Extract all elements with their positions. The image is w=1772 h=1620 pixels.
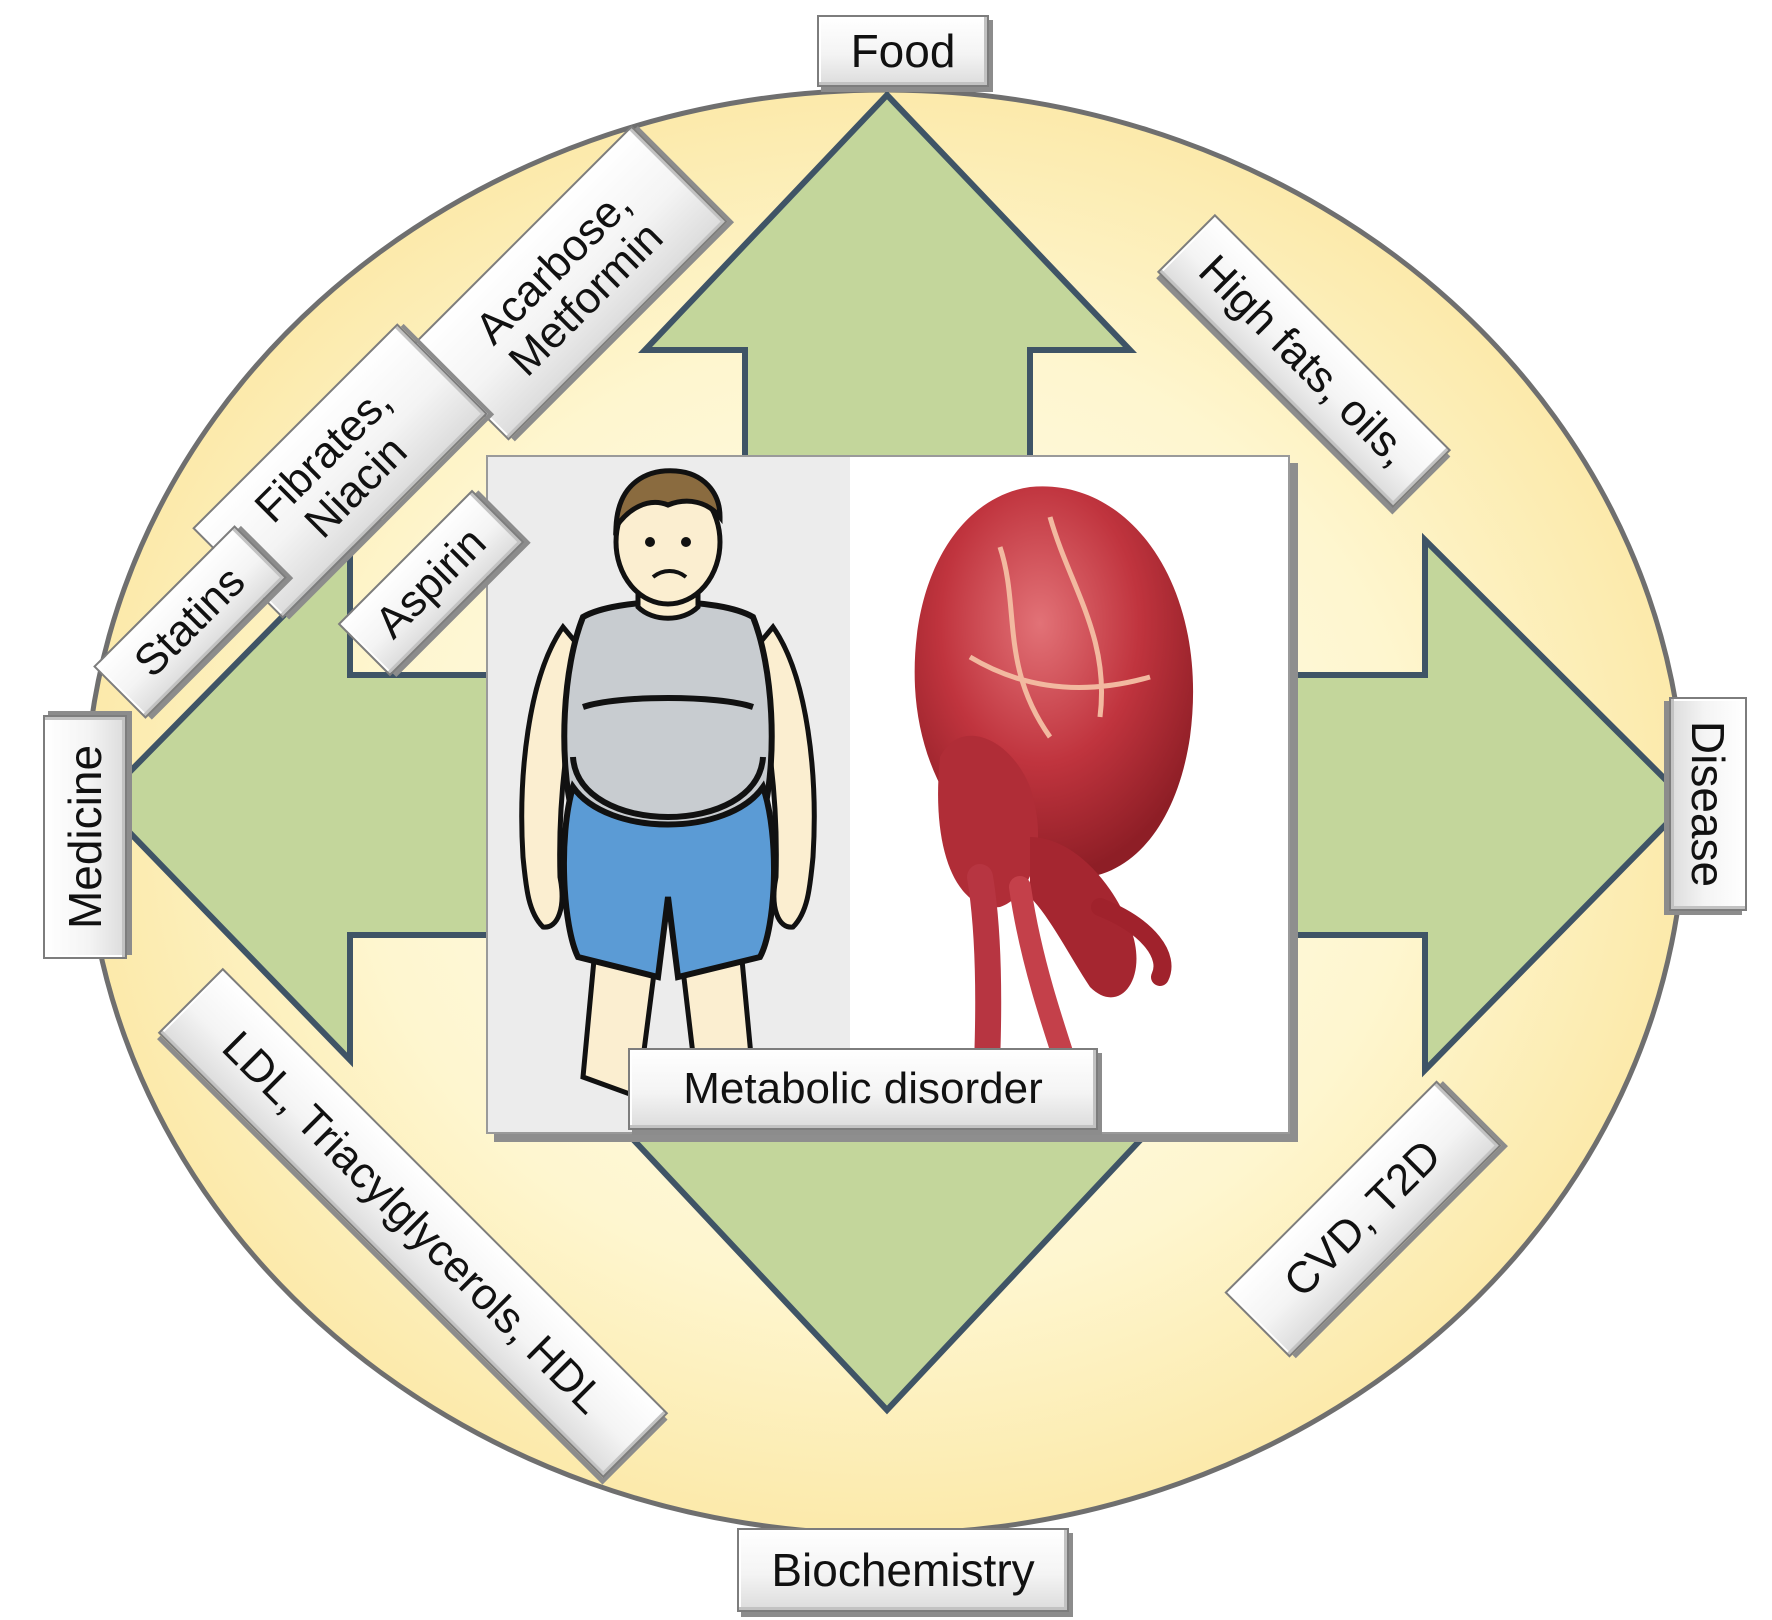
overweight-person-illustration: [488, 457, 850, 1132]
center-image-panel: [486, 455, 1290, 1134]
axis-label-food: Food: [817, 15, 989, 87]
heart-illustration: [850, 457, 1288, 1132]
center-caption-metabolic-disorder: Metabolic disorder: [628, 1048, 1098, 1130]
person-drawing: [519, 468, 817, 1101]
axis-label-medicine: Medicine: [43, 715, 127, 959]
axis-label-biochemistry: Biochemistry: [737, 1528, 1069, 1612]
heart-drawing: [914, 486, 1194, 1120]
axis-label-disease: Disease: [1669, 697, 1747, 911]
